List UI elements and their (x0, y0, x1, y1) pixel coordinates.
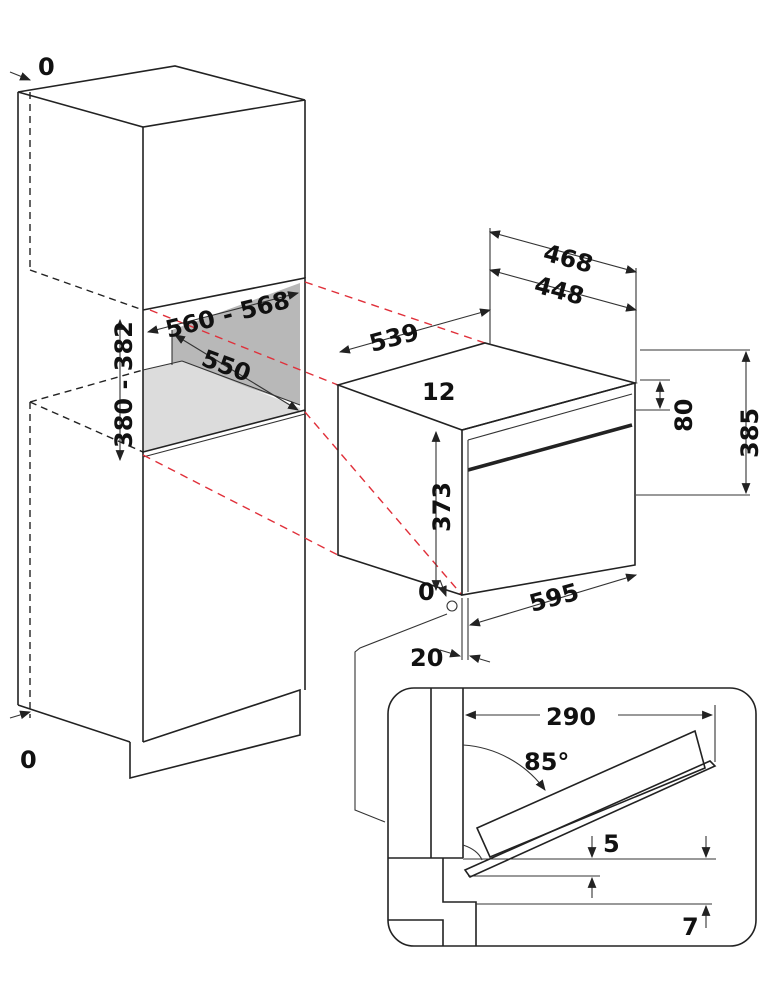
panel-offset-label: 12 (422, 378, 455, 406)
panel-height-label: 80 (670, 399, 698, 432)
body-height-label: 373 (428, 482, 456, 532)
bottom-gap-label: 0 (418, 578, 435, 606)
tall-cabinet (9, 65, 306, 780)
opening-depth-label: 290 (546, 703, 596, 731)
bottom-clearance-label: 0 (20, 746, 37, 774)
oven-width-inner-label: 448 (531, 271, 587, 311)
top-clearance-label: 0 (38, 53, 55, 81)
total-height-label: 385 (736, 408, 760, 458)
front-depth-label: 20 (410, 644, 443, 672)
niche-height-label: 380 - 382 (110, 321, 138, 448)
oven-depth-label: 539 (366, 318, 422, 358)
gap-small-label: 5 (603, 830, 620, 858)
front-width-label: 595 (526, 578, 582, 618)
oven (335, 342, 639, 596)
door-angle-label: 85° (524, 748, 569, 776)
dimension-lines (115, 228, 751, 823)
gap-bottom-label: 7 (682, 913, 699, 941)
